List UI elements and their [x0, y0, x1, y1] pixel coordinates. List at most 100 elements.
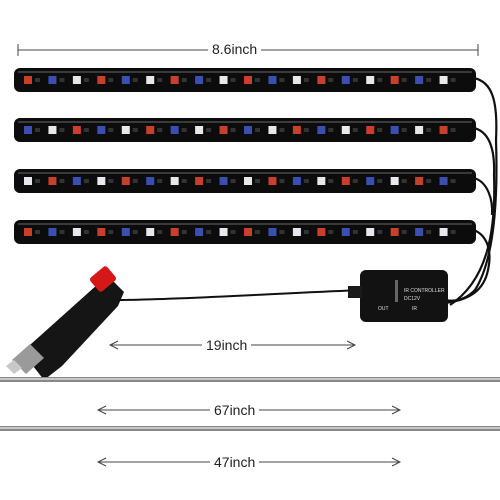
- resistor: [401, 78, 407, 82]
- strip-highlight: [18, 172, 472, 174]
- led-chip: [268, 126, 277, 134]
- resistor: [206, 230, 212, 234]
- led-chip: [415, 76, 424, 84]
- resistor: [132, 78, 138, 82]
- resistor: [450, 179, 456, 183]
- led-chip: [48, 177, 57, 185]
- resistor: [377, 128, 383, 132]
- resistor: [401, 230, 407, 234]
- resistor: [206, 128, 212, 132]
- led-chip: [317, 177, 326, 185]
- led-chip: [121, 177, 130, 185]
- led-chip: [439, 126, 448, 134]
- resistor: [59, 230, 65, 234]
- led-chip: [146, 177, 155, 185]
- led-chip: [415, 126, 424, 134]
- resistor: [83, 179, 89, 183]
- cigarette-lighter-plug: [6, 266, 366, 380]
- led-chip: [244, 228, 252, 236]
- led-chip: [72, 126, 81, 134]
- led-strip: [14, 220, 476, 244]
- strip-length-label: 8.6inch: [208, 41, 262, 57]
- cable-47-label: 47inch: [210, 454, 260, 470]
- ir-controller: IR CONTROLLER DC12V OUT IR: [348, 270, 448, 322]
- resistor: [352, 230, 358, 234]
- led-chip: [366, 177, 375, 185]
- resistor: [83, 78, 89, 82]
- resistor: [59, 128, 65, 132]
- resistor: [132, 128, 138, 132]
- resistor: [426, 230, 432, 234]
- cable-19-label: 19inch: [202, 337, 252, 353]
- led-chip: [341, 177, 350, 185]
- resistor: [230, 78, 236, 82]
- resistor: [157, 179, 163, 183]
- resistor: [35, 179, 40, 183]
- resistor: [450, 230, 456, 234]
- resistor: [279, 230, 285, 234]
- led-chip: [219, 228, 228, 236]
- resistor: [328, 179, 334, 183]
- led-chip: [292, 228, 301, 236]
- resistor: [132, 179, 138, 183]
- led-chip: [292, 177, 301, 185]
- led-chip: [366, 76, 375, 84]
- led-chip: [244, 177, 252, 185]
- controller-label-2: DC12V: [404, 296, 421, 302]
- led-chip: [97, 126, 106, 134]
- led-chip: [439, 76, 448, 84]
- led-chip: [48, 126, 57, 134]
- led-chip: [170, 76, 179, 84]
- led-strip: [14, 68, 476, 92]
- led-chip: [24, 126, 32, 134]
- led-chip: [219, 76, 228, 84]
- resistor: [328, 78, 334, 82]
- led-chip: [195, 177, 204, 185]
- resistor: [303, 179, 309, 183]
- resistor: [181, 179, 187, 183]
- controller-label-4: IR: [412, 306, 417, 312]
- resistor: [401, 179, 407, 183]
- resistor: [181, 78, 187, 82]
- led-chip: [146, 228, 155, 236]
- resistor: [132, 230, 138, 234]
- led-chip: [244, 126, 252, 134]
- resistor: [83, 230, 89, 234]
- led-chip: [48, 228, 57, 236]
- led-chip: [415, 228, 424, 236]
- resistor: [279, 179, 285, 183]
- led-strips: [14, 68, 476, 244]
- led-chip: [195, 228, 204, 236]
- led-chip: [121, 228, 130, 236]
- led-chip: [24, 177, 32, 185]
- resistor: [181, 128, 187, 132]
- resistor: [303, 128, 309, 132]
- led-chip: [341, 76, 350, 84]
- led-chip: [292, 126, 301, 134]
- led-chip: [146, 126, 155, 134]
- resistor: [426, 128, 432, 132]
- led-chip: [170, 228, 179, 236]
- resistor: [206, 78, 212, 82]
- resistor: [108, 230, 114, 234]
- led-chip: [121, 76, 130, 84]
- resistor: [59, 179, 65, 183]
- resistor: [352, 128, 358, 132]
- led-chip: [121, 126, 130, 134]
- resistor: [303, 78, 309, 82]
- led-chip: [219, 177, 228, 185]
- resistor: [377, 78, 383, 82]
- resistor: [230, 230, 236, 234]
- led-chip: [72, 228, 81, 236]
- resistor: [377, 179, 383, 183]
- power-switch: [90, 266, 116, 292]
- resistor: [206, 179, 212, 183]
- led-chip: [341, 126, 350, 134]
- led-chip: [97, 76, 106, 84]
- led-chip: [390, 76, 399, 84]
- cable-67-label: 67inch: [210, 402, 260, 418]
- resistor: [108, 78, 114, 82]
- controller-label-1: IR CONTROLLER: [404, 288, 445, 294]
- resistor: [230, 128, 236, 132]
- led-chip: [317, 228, 326, 236]
